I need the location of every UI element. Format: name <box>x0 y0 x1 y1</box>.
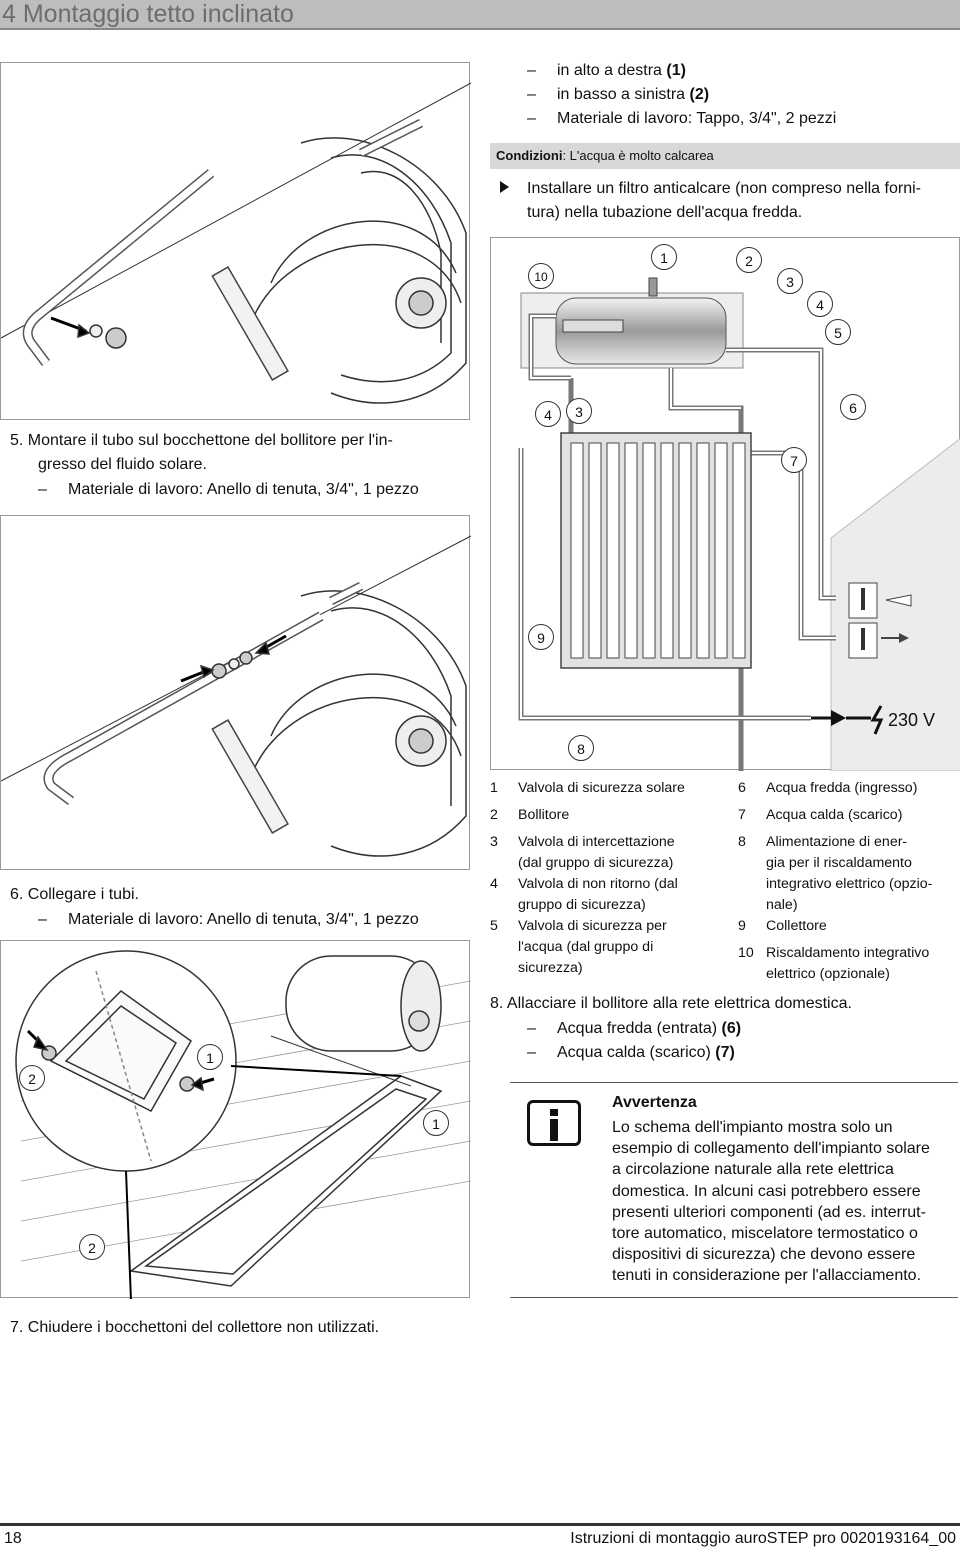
callout-2: 2 <box>19 1065 45 1091</box>
voltage-label: 230 V <box>888 710 936 730</box>
list-item-top-right: in alto a destra (1) <box>527 59 686 83</box>
arrow-bullet-icon <box>500 181 509 193</box>
callout-3: 3 <box>777 268 803 294</box>
pipe-mount-illustration <box>0 82 472 404</box>
list-item-bottom-left: in basso a sinistra (2) <box>527 83 709 107</box>
step-5: 5. Montare il tubo sul bocchettone del b… <box>10 432 393 473</box>
step-6-material: Materiale di lavoro: Anello di tenuta, 3… <box>38 908 419 932</box>
collector-roof-illustration <box>15 950 472 1302</box>
callout-10: 10 <box>528 263 554 289</box>
figure-collector-roof: 1 2 1 2 <box>0 940 472 1302</box>
list-item-material: Materiale di lavoro: Tappo, 3/4", 2 pezz… <box>527 107 836 131</box>
figure-pipe-connect <box>0 515 472 870</box>
step-8-hot-water: Acqua calda (scarico) (7) <box>527 1041 735 1065</box>
step-8-cold-water: Acqua fredda (entrata) (6) <box>527 1017 741 1041</box>
step-6: 6. Collegare i tubi. <box>10 886 139 903</box>
schematic-illustration <box>518 277 960 818</box>
note-title: Avvertenza <box>612 1094 697 1111</box>
callout-5: 5 <box>825 319 851 345</box>
callout-4: 4 <box>535 401 561 427</box>
page-number: 18 <box>4 1530 22 1547</box>
callout-6: 6 <box>840 394 866 420</box>
footer-rule <box>0 1523 960 1526</box>
callout-1: 1 <box>651 244 677 270</box>
step-7: 7. Chiudere i bocchettoni del collettore… <box>10 1319 380 1336</box>
section-title: 4 Montaggio tetto inclinato <box>0 0 960 30</box>
step-5-material: Materiale di lavoro: Anello di tenuta, 3… <box>38 478 419 502</box>
callout-2: 2 <box>79 1234 105 1260</box>
callout-3: 3 <box>566 398 592 424</box>
conditions-label: Condizioni <box>496 148 563 163</box>
document-title: Istruzioni di montaggio auroSTEP pro 002… <box>570 1530 956 1547</box>
note-top-rule <box>510 1082 958 1083</box>
note-body: Lo schema dell'impianto mostra solo un e… <box>612 1119 930 1285</box>
pipe-connect-illustration <box>0 535 472 857</box>
conditions-bar: Condizioni: L'acqua è molto calcarea <box>490 143 960 169</box>
system-schematic: 230 V 10 1 2 3 4 5 4 3 6 7 9 8 <box>490 237 960 818</box>
note-bottom-rule <box>510 1297 958 1298</box>
figure-pipe-mount <box>0 62 472 420</box>
callout-2: 2 <box>736 247 762 273</box>
callout-1: 1 <box>423 1110 449 1136</box>
callout-1: 1 <box>197 1044 223 1070</box>
filter-instruction: Installare un filtro anticalcare (non co… <box>527 180 921 221</box>
callout-7: 7 <box>781 447 807 473</box>
callout-8: 8 <box>568 735 594 761</box>
callout-4: 4 <box>807 291 833 317</box>
callout-9: 9 <box>528 624 554 650</box>
step-8: 8. Allacciare il bollitore alla rete ele… <box>490 995 852 1012</box>
info-icon <box>527 1100 581 1146</box>
